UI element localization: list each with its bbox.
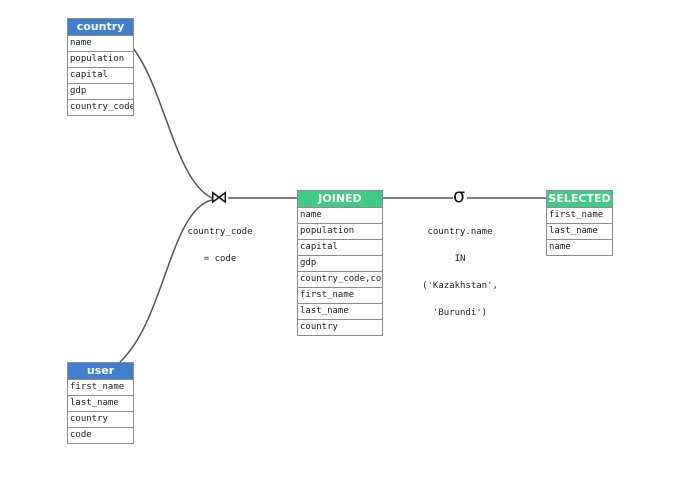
country-table-row: country_code: [68, 99, 133, 115]
selected-table-row: last_name: [547, 223, 612, 239]
joined-table-header: JOINED: [298, 191, 382, 207]
country-to-join-connector: [132, 47, 213, 199]
select-condition-line: 'Burundi'): [432, 308, 488, 318]
joined-table-row: gdp: [298, 255, 382, 271]
joined-table-row: country: [298, 319, 382, 335]
joined-table-row: capital: [298, 239, 382, 255]
joined-table-row: last_name: [298, 303, 382, 319]
country-table-row: capital: [68, 67, 133, 83]
joined-table[interactable]: JOINED name population capital gdp count…: [297, 190, 383, 336]
selected-table-row: name: [547, 239, 612, 255]
selected-table[interactable]: SELECTED first_name last_name name: [546, 190, 613, 256]
joined-table-row: population: [298, 223, 382, 239]
select-condition-line: country.name: [427, 227, 493, 237]
user-table-row: last_name: [68, 395, 133, 411]
join-symbol[interactable]: ⋈: [210, 187, 228, 208]
joined-table-row: first_name: [298, 287, 382, 303]
country-table-row: gdp: [68, 83, 133, 99]
user-table-header: user: [68, 363, 133, 379]
joined-table-row: country_code,code: [298, 271, 382, 287]
user-table-row: country: [68, 411, 133, 427]
join-condition-line: country_code: [187, 227, 253, 237]
selected-table-header: SELECTED: [547, 191, 612, 207]
select-condition-line: ('Kazakhstan',: [422, 281, 498, 291]
user-table[interactable]: user first_name last_name country code: [67, 362, 134, 444]
select-symbol[interactable]: σ: [453, 185, 466, 207]
join-condition: country_code = code: [180, 210, 260, 282]
select-condition-line: IN: [454, 254, 466, 264]
country-table-row: population: [68, 51, 133, 67]
selected-table-row: first_name: [547, 207, 612, 223]
user-table-row: first_name: [68, 379, 133, 395]
country-table-row: name: [68, 35, 133, 51]
country-table-header: country: [68, 19, 133, 35]
user-table-row: code: [68, 427, 133, 443]
select-condition: country.name IN ('Kazakhstan', 'Burundi'…: [415, 210, 505, 336]
joined-table-row: name: [298, 207, 382, 223]
join-condition-line: = code: [203, 254, 237, 264]
user-to-join-connector: [119, 199, 213, 363]
country-table[interactable]: country name population capital gdp coun…: [67, 18, 134, 116]
